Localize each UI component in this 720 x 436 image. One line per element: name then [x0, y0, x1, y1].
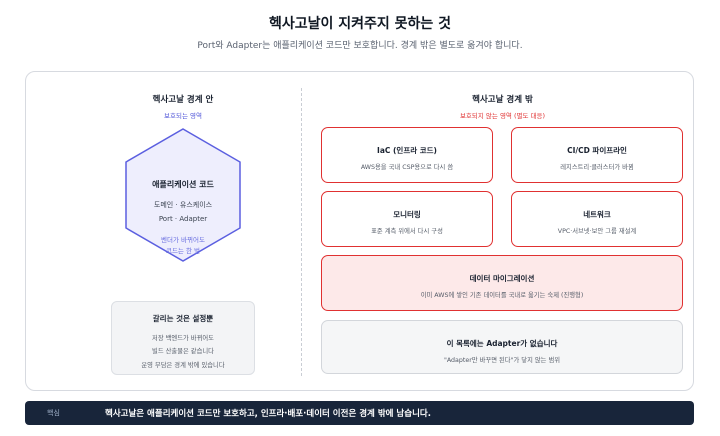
- card-cicd: CI/CD 파이프라인 레지스트리·클러스터가 바뀜: [511, 127, 683, 183]
- inside-heading: 헥사고날 경계 안: [152, 95, 214, 105]
- card-iac-title: IaC (인프라 코드): [377, 146, 437, 155]
- outside-subheading: 보호되지 않는 영역 (별도 대응): [459, 112, 546, 120]
- hexagon-note-2: 코드는 한 벌: [165, 247, 201, 255]
- hexagon-title: 애플리케이션 코드: [152, 180, 214, 189]
- card-network-desc: VPC·서브넷·보안 그룹 재설계: [557, 228, 637, 235]
- boundary-divider: [301, 88, 302, 376]
- outside-heading: 헥사고날 경계 밖: [472, 95, 533, 105]
- hexagon-shape: [125, 128, 241, 262]
- hexagon-note-1: 벤더가 바뀌어도: [161, 236, 205, 244]
- page-subtitle: Port와 Adapter는 애플리케이션 코드만 보호합니다. 경계 밖은 별…: [197, 41, 523, 51]
- card-monitoring: 모니터링 표준 계측 위에서 다시 구성: [321, 191, 493, 247]
- key-takeaway-label: 핵심: [47, 409, 60, 417]
- key-takeaway-message: 헥사고날은 애플리케이션 코드만 보호하고, 인프라·배포·데이터 이전은 경계…: [105, 409, 431, 419]
- application-hexagon: 애플리케이션 코드 도메인 · 유스케이스 Port · Adapter 벤더가…: [124, 127, 242, 263]
- card-data-migration-desc: 이미 AWS에 쌓인 기존 데이터를 국내로 옮기는 숙제 (진행형): [420, 292, 584, 299]
- card-monitoring-title: 모니터링: [393, 210, 421, 219]
- key-takeaway-bar: 핵심 헥사고날은 애플리케이션 코드만 보호하고, 인프라·배포·데이터 이전은…: [25, 401, 694, 425]
- no-adapter-box: 이 목록에는 Adapter가 없습니다 "Adapter만 바꾸면 된다"가 …: [321, 320, 683, 374]
- page-title: 헥사고날이 지켜주지 못하는 것: [268, 16, 452, 32]
- settings-line-2: 빌드 산출물은 같습니다: [152, 348, 214, 355]
- settings-title: 갈리는 것은 설정뿐: [152, 314, 214, 323]
- card-network: 네트워크 VPC·서브넷·보안 그룹 재설계: [511, 191, 683, 247]
- card-network-title: 네트워크: [583, 210, 611, 219]
- card-data-migration: 데이터 마이그레이션 이미 AWS에 쌓인 기존 데이터를 국내로 옮기는 숙제…: [321, 255, 683, 311]
- settings-line-1: 저장 백엔드가 바뀌어도: [152, 335, 214, 342]
- card-data-migration-title: 데이터 마이그레이션: [469, 274, 535, 283]
- settings-line-3: 운영 부담은 경계 밖에 있습니다: [141, 362, 225, 369]
- inside-subheading: 보호되는 영역: [164, 112, 202, 120]
- card-cicd-desc: 레지스트리·클러스터가 바뀜: [560, 164, 634, 171]
- no-adapter-desc: "Adapter만 바꾸면 된다"가 닿지 않는 범위: [443, 357, 561, 364]
- no-adapter-title: 이 목록에는 Adapter가 없습니다: [446, 339, 558, 348]
- hexagon-line-domain: 도메인 · 유스케이스: [153, 201, 213, 209]
- card-cicd-title: CI/CD 파이프라인: [567, 146, 627, 155]
- hexagon-line-port: Port · Adapter: [158, 215, 208, 223]
- card-monitoring-desc: 표준 계측 위에서 다시 구성: [371, 228, 443, 235]
- card-iac-desc: AWS용을 국내 CSP용으로 다시 씀: [360, 164, 454, 171]
- settings-box: 갈리는 것은 설정뿐 저장 백엔드가 바뀌어도 빌드 산출물은 같습니다 운영 …: [111, 301, 255, 375]
- card-iac: IaC (인프라 코드) AWS용을 국내 CSP용으로 다시 씀: [321, 127, 493, 183]
